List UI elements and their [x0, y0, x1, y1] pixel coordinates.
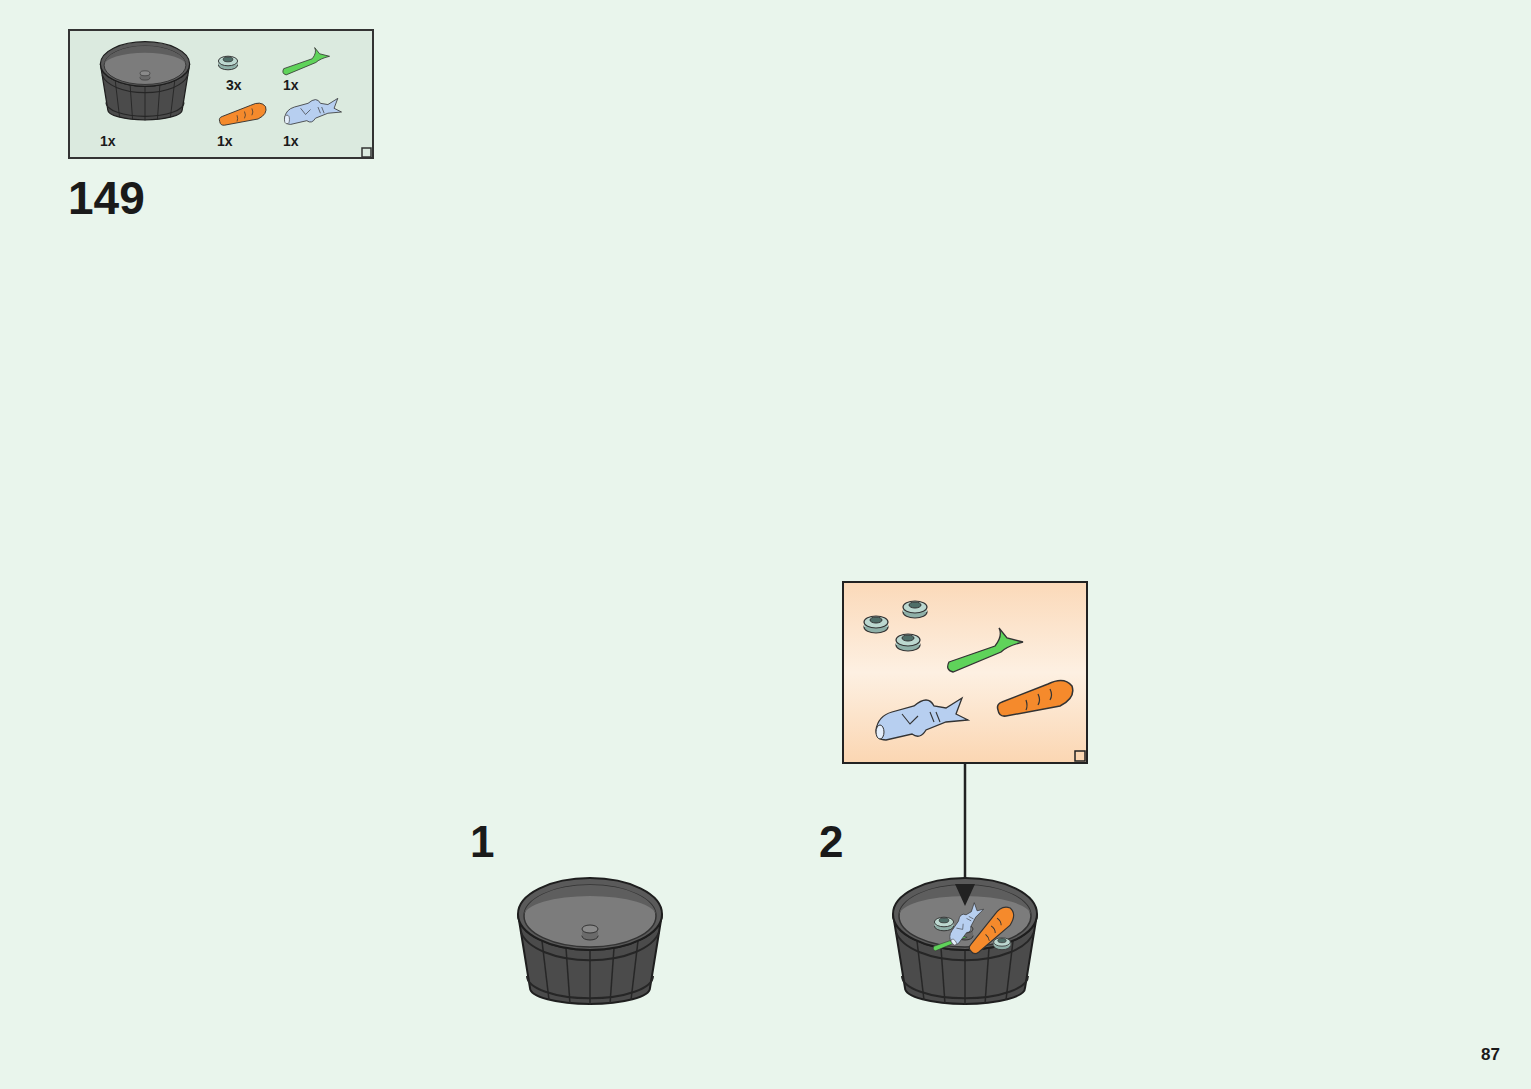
substep-number: 1 — [470, 820, 494, 864]
parts-list-box: 3x 1x 1x 1x 1x — [69, 30, 373, 158]
part-quantity: 1x — [217, 134, 233, 148]
part-quantity: 1x — [100, 134, 116, 148]
part-quantity: 1x — [283, 134, 299, 148]
part-quantity: 3x — [226, 78, 242, 92]
page-number: 87 — [1481, 1046, 1500, 1063]
substep-number: 2 — [819, 820, 843, 864]
step-number: 149 — [68, 175, 145, 221]
part-quantity: 1x — [283, 78, 299, 92]
